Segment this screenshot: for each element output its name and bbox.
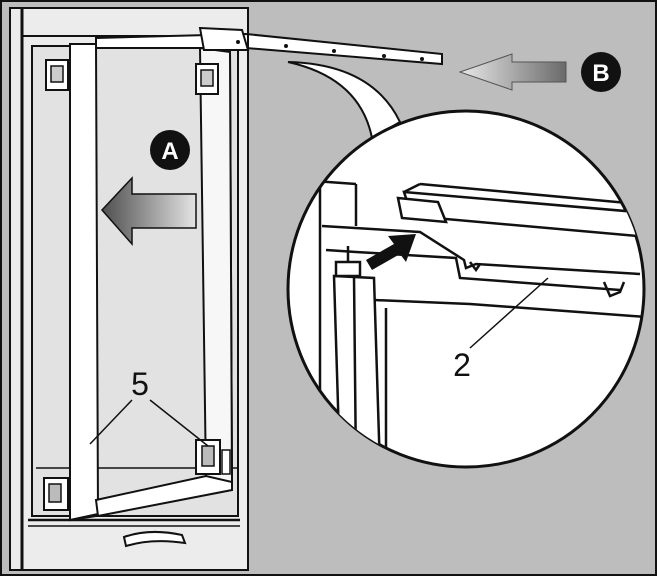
door-frame-left-stile xyxy=(69,43,100,522)
detail-magnifier: 2 xyxy=(286,109,646,469)
leader-line-5b xyxy=(149,399,209,447)
top-rail-screws xyxy=(236,40,424,61)
badge-a-label: A xyxy=(161,138,178,165)
hinge-top-right xyxy=(195,63,219,95)
badge-b-label: B xyxy=(592,60,609,87)
arrow-b xyxy=(458,53,567,91)
badge-a: A xyxy=(150,130,190,170)
top-rail-bracket xyxy=(198,26,250,51)
door-frame-bottom-rail xyxy=(94,474,233,518)
hinge-top-left xyxy=(45,59,69,91)
label-part-5: 5 xyxy=(131,366,149,402)
detail-arrow xyxy=(366,234,416,270)
badge-b: B xyxy=(581,52,621,92)
door-frame-right-stile xyxy=(198,46,234,488)
arrow-a xyxy=(100,176,197,246)
top-rail xyxy=(95,32,443,66)
leader-line-5a xyxy=(89,399,133,445)
leader-line-2 xyxy=(469,277,549,349)
drawer-handle xyxy=(122,531,187,548)
hinge-bottom-left xyxy=(43,477,69,511)
label-part-2: 2 xyxy=(453,347,471,383)
hinge-bottom-right xyxy=(195,439,231,475)
